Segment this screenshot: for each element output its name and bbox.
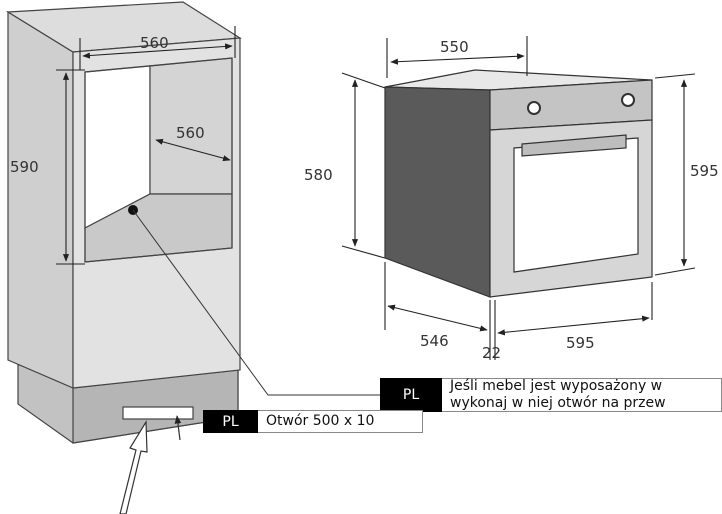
callout-back-panel-line-2: wykonaj w niej otwór na przew [450, 395, 666, 411]
vent-arrows [119, 415, 182, 514]
callout-back-panel: PL Jeśli mebel jest wyposażony w wykonaj… [380, 378, 722, 412]
callout-language-code: PL [380, 378, 442, 412]
oven-dimension-lines [341, 36, 696, 360]
callout-ventilation-text: Otwór 500 x 10 [258, 410, 423, 433]
air-intake-arrow-icon [119, 419, 148, 514]
ventilation-slot [122, 406, 194, 420]
dim-oven-width: 595 [566, 334, 595, 352]
dim-cabinet-height: 590 [10, 158, 39, 176]
oven [384, 69, 653, 298]
callout-language-code: PL [203, 410, 258, 433]
callout-ventilation: PL Otwór 500 x 10 [203, 410, 423, 433]
oven-knob-right-icon [621, 93, 635, 107]
callout-back-panel-line-1: Jeśli mebel jest wyposażony w [450, 378, 663, 394]
dim-cabinet-depth: 560 [176, 124, 205, 142]
cabinet [6, 1, 242, 444]
cable-leader-line [132, 209, 390, 396]
callout-back-panel-text: Jeśli mebel jest wyposażony w wykonaj w … [442, 378, 722, 412]
dim-oven-depth-total: 546 [420, 332, 449, 350]
oven-side [384, 86, 491, 298]
oven-knob-left-icon [527, 101, 541, 115]
dim-oven-height-total: 595 [690, 162, 719, 180]
cabinet-side [7, 10, 74, 389]
cabinet-dimension-lines [56, 26, 236, 265]
dim-oven-depth: 550 [440, 38, 469, 56]
oven-handle [521, 134, 627, 157]
dim-cabinet-width: 560 [140, 34, 169, 52]
dim-oven-front-offset: 22 [482, 344, 501, 362]
dim-oven-height-body: 580 [304, 166, 333, 184]
oven-window [513, 137, 639, 273]
